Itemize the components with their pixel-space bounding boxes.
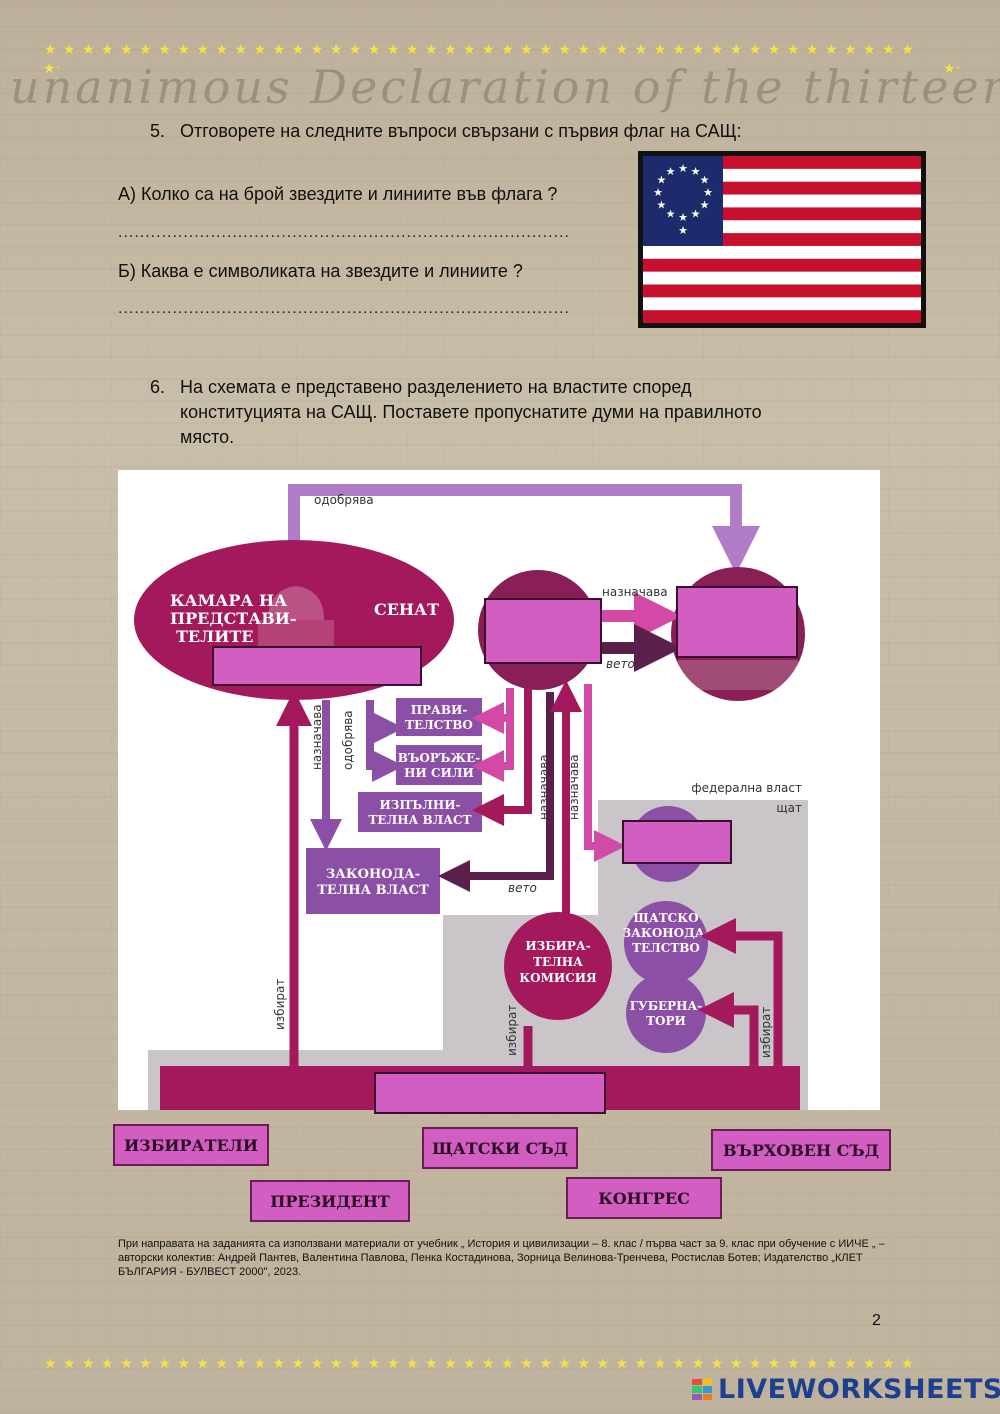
label-electoral-2: ТЕЛНА	[533, 955, 583, 969]
label-house-1: КАМАРА НА	[170, 591, 287, 610]
question-6-line3: място.	[180, 427, 235, 447]
label-electoral-1: ИЗБИРА-	[525, 939, 590, 953]
label-executive-2: ТЕЛНА ВЛАСТ	[369, 813, 472, 827]
label-senate: СЕНАТ	[374, 600, 439, 619]
answer-5a-line[interactable]: ........................................…	[118, 224, 570, 241]
question-6-line2: конституцията на САЩ. Поставете пропусна…	[180, 402, 762, 422]
word-chip-state-court[interactable]: ЩАТСКИ СЪД	[422, 1127, 578, 1169]
star-border-right: ★★★★★★★★★★★★★★★★★★★★★★★★★★★★★★★★★★★★★★★★…	[943, 60, 959, 76]
svg-text:★: ★	[678, 162, 688, 175]
word-chip-congress[interactable]: КОНГРЕС	[566, 1177, 722, 1219]
betsy-ross-flag: ★★★ ★★★ ★★★ ★★★ ★	[638, 151, 926, 328]
word-chip-supreme-court[interactable]: ВЪРХОВЕН СЪД	[711, 1129, 891, 1171]
label-veto-bottom: вето	[508, 881, 537, 895]
label-approves-top: одобрява	[314, 493, 374, 507]
blank-voters[interactable]	[374, 1072, 606, 1114]
label-veto-top: вето	[606, 657, 635, 671]
svg-text:★: ★	[666, 165, 676, 178]
label-armed-2: НИ СИЛИ	[404, 766, 474, 780]
label-appoints-right: назначава	[567, 754, 581, 820]
svg-text:★: ★	[700, 199, 710, 212]
word-chip-president[interactable]: ПРЕЗИДЕНТ	[250, 1180, 410, 1222]
label-governors-2: ТОРИ	[646, 1014, 686, 1028]
label-federal: федерална власт	[691, 781, 802, 795]
label-legislative-2: ТЕЛНА ВЛАСТ	[317, 883, 429, 898]
label-state-leg-2: ЗАКОНОДА-	[622, 926, 709, 940]
word-chip-voters[interactable]: ИЗБИРАТЕЛИ	[113, 1124, 269, 1166]
label-electoral-3: КОМИСИЯ	[519, 971, 597, 985]
declaration-watermark: unanimous Declaration of the thirteen un…	[10, 60, 1000, 114]
question-6-line1: На схемата е представено разделението на…	[180, 377, 692, 397]
label-governors-1: ГУБЕРНА-	[630, 999, 703, 1013]
label-government-2: ТЕЛСТВО	[405, 718, 473, 732]
label-state-leg-1: ЩАТСКО	[633, 911, 698, 925]
blank-president[interactable]	[484, 598, 602, 664]
star-border-left: ★★★★★★★★★★★★★★★★★★★★★★★★★★★★★★★★★★★★★★★★…	[43, 60, 59, 76]
label-state-leg-3: ТЕЛСТВО	[632, 941, 700, 955]
svg-text:★: ★	[653, 186, 663, 199]
label-legislative-1: ЗАКОНОДА-	[326, 867, 420, 882]
source-credit: При направата на заданията са използвани…	[118, 1238, 885, 1278]
label-appoints-left: назначава	[310, 704, 324, 770]
liveworksheets-logo-icon	[692, 1378, 712, 1401]
label-government-1: ПРАВИ-	[411, 703, 468, 717]
label-elect-left: избират	[273, 979, 287, 1030]
star-border-bottom: ★★★★★★★★★★★★★★★★★★★★★★★★★★★★★★★★★★★★★★★★…	[44, 1356, 921, 1370]
label-house-2: ПРЕДСТАВИ-	[170, 609, 297, 628]
svg-text:★: ★	[691, 208, 701, 221]
svg-text:★: ★	[700, 174, 710, 187]
star-border-top: ★★★★★★★★★★★★★★★★★★★★★★★★★★★★★★★★★★★★★★★★…	[44, 42, 921, 56]
label-elect-right: избират	[759, 1007, 773, 1058]
label-appoints-top: назначава	[602, 585, 668, 599]
label-executive-1: ИЗПЪЛНИ-	[379, 798, 460, 812]
label-house-3: ТЕЛИТЕ	[176, 627, 253, 646]
question-5b: Б) Каква е символиката на звездите и лин…	[118, 261, 523, 281]
svg-text:★: ★	[703, 186, 713, 199]
blank-congress[interactable]	[212, 646, 422, 686]
svg-text:★: ★	[678, 224, 688, 237]
question-5-number: 5.	[150, 121, 166, 141]
svg-text:★: ★	[656, 199, 666, 212]
separation-of-powers-diagram: федерална власт щат одобрява КАМАРА НА П…	[118, 470, 880, 1114]
brand-name: LIVEWORKSHEETS	[718, 1374, 1000, 1405]
blank-supreme-court[interactable]	[676, 586, 798, 658]
question-6-number: 6.	[150, 377, 166, 397]
label-state: щат	[776, 801, 802, 815]
question-5-title: Отговорете на следните въпроси свързани …	[180, 121, 742, 141]
svg-text:★: ★	[678, 211, 688, 224]
liveworksheets-brand[interactable]: LIVEWORKSHEETS	[692, 1374, 1000, 1405]
label-approves-left: одобрява	[341, 710, 355, 770]
svg-text:★: ★	[666, 208, 676, 221]
label-elect-mid: избират	[505, 1005, 519, 1056]
page-number: 2	[872, 1312, 881, 1329]
question-5a: А) Колко са на брой звездите и линиите в…	[118, 184, 558, 204]
blank-state-court[interactable]	[622, 820, 732, 864]
svg-text:★: ★	[656, 174, 666, 187]
answer-5b-line[interactable]: ........................................…	[118, 300, 570, 317]
svg-text:★: ★	[691, 165, 701, 178]
label-armed-1: ВЪОРЪЖЕ-	[398, 751, 480, 765]
